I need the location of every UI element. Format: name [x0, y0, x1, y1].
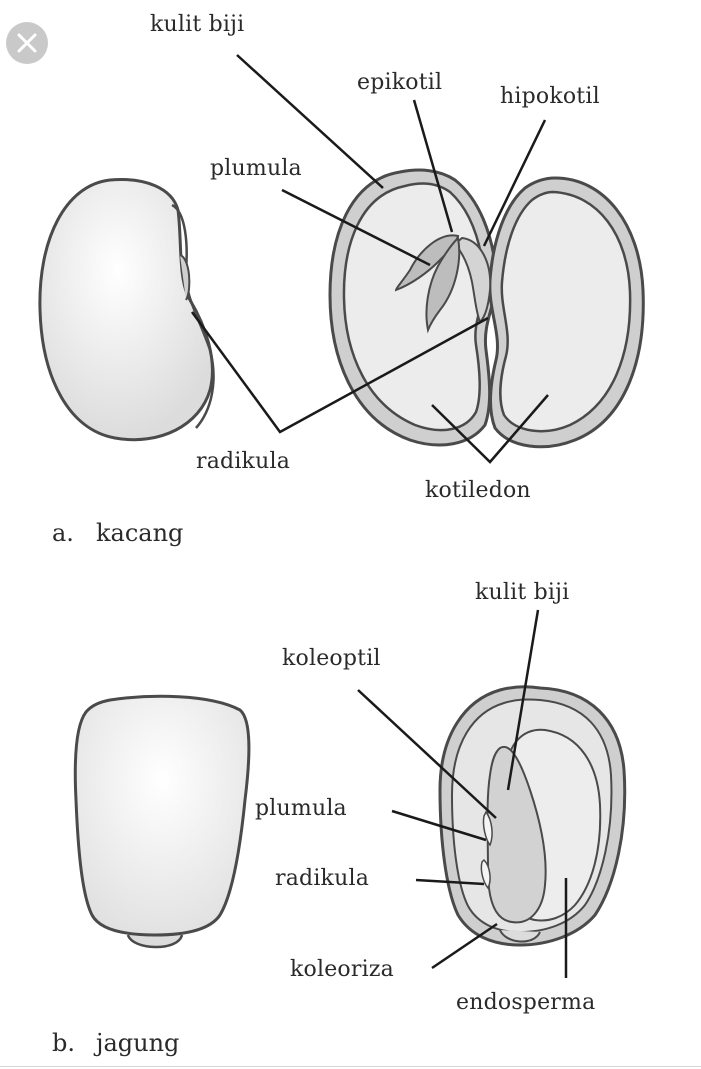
label-b-koleoriza: koleoriza [290, 957, 394, 982]
close-icon [17, 33, 37, 53]
label-a-kotiledon: kotiledon [425, 478, 531, 503]
corn-whole-seed [73, 694, 251, 949]
label-b-kulit-biji: kulit biji [475, 580, 570, 605]
panel-a-leader-lines [190, 54, 549, 464]
label-a-kulit-biji: kulit biji [150, 12, 245, 37]
panel-b-leader-lines [357, 609, 568, 978]
close-button[interactable] [6, 22, 48, 64]
label-b-koleoptil: koleoptil [282, 646, 381, 671]
label-a-plumula: plumula [210, 156, 302, 181]
label-a-epikotil: epikotil [357, 70, 443, 95]
corn-open-seed [438, 685, 627, 947]
label-b-radikula: radikula [275, 866, 370, 891]
caption-a-letter: a. [52, 519, 74, 547]
label-b-endosperma: endosperma [456, 990, 596, 1015]
bean-open-seed [328, 168, 645, 449]
bottom-divider [0, 1066, 701, 1067]
label-a-radikula: radikula [196, 449, 291, 474]
label-b-plumula: plumula [255, 796, 347, 821]
bean-whole-seed [38, 178, 215, 442]
caption-a-name: kacang [96, 519, 184, 547]
caption-b-name: jagung [96, 1029, 180, 1057]
caption-b-letter: b. [52, 1029, 75, 1057]
label-a-hipokotil: hipokotil [500, 84, 600, 109]
